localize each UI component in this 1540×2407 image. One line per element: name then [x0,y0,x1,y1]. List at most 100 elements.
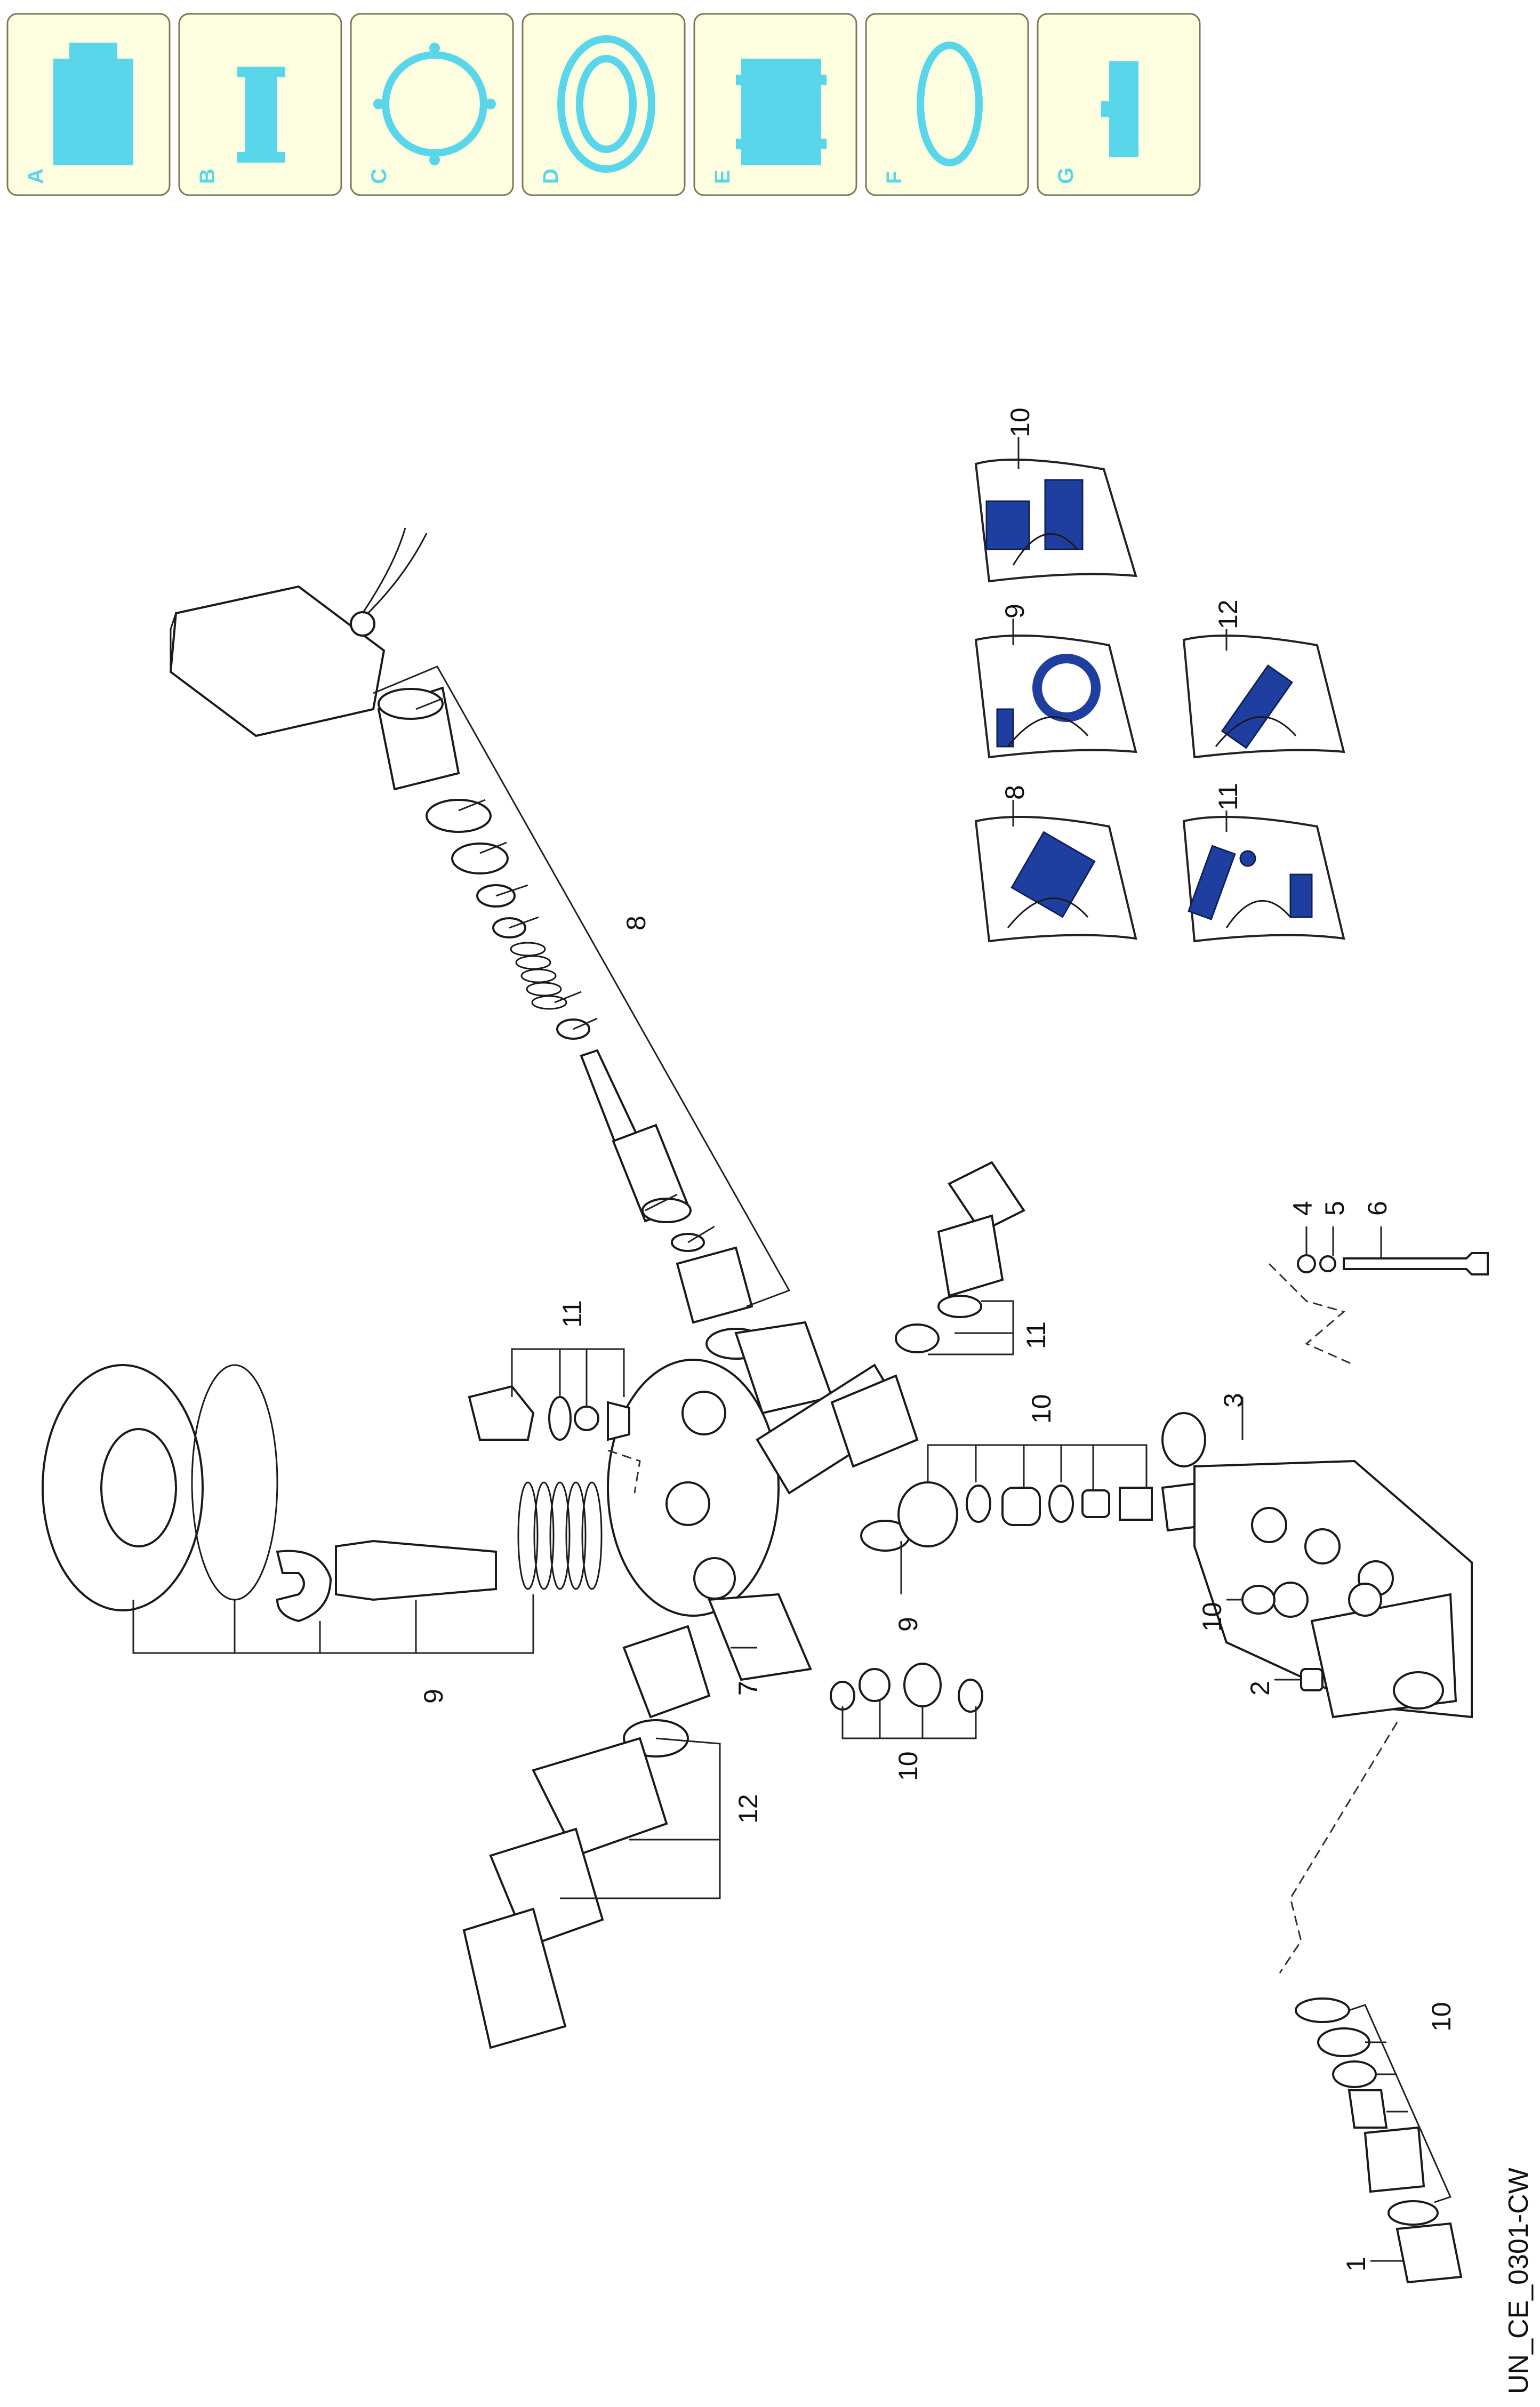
label-9-middle: 9 [893,1617,923,1632]
valve-o-ring-b [1048,1485,1074,1523]
pressure-switch-box[interactable] [169,527,428,737]
check-valve-body[interactable] [468,1385,535,1441]
label-10-middle: 10 [1026,1394,1056,1424]
leader-12 [560,1737,721,1899]
regulator-clip[interactable] [276,1550,332,1623]
inlet-check-kit [468,1385,630,1441]
leader-10-lower-middle [841,1701,977,1739]
regulator-o-ring [191,1364,278,1601]
inlet-fitting[interactable] [462,1625,711,2049]
check-valve-o-ring [548,1396,572,1441]
label-2: 2 [1245,1681,1275,1696]
o-ring-icon [917,42,983,166]
label-8: 8 [621,916,651,930]
kit-bag-8[interactable] [974,816,1137,943]
kit-bag-11[interactable] [1182,816,1345,943]
unloader-ring [426,799,492,833]
tab-letter: G [1054,167,1078,184]
label-1: 1 [1341,2257,1371,2272]
label-12: 12 [733,1794,763,1824]
regulator-spring [517,1481,603,1590]
drawing-reference: UN_CE_0301-CW [1503,2168,1534,2394]
leader-4-5-6 [1305,1226,1382,1258]
shaft-key-icon [1101,61,1138,157]
leader-10-lower [1349,2004,1452,2203]
kit-number-8: 8 [1000,785,1030,800]
lower-seal [1317,2027,1370,2057]
tab-letter: B [196,169,219,184]
plunger-icon [237,67,285,163]
regulator-assembly [42,1364,603,1623]
bolt-dash [1268,1263,1355,1366]
label-10-crankcase: 10 [1197,1602,1227,1632]
kit-number-11: 11 [1213,783,1243,811]
unloader-piston[interactable] [580,1049,692,1223]
manifold-dash-upper [607,1449,641,1494]
flange-ring-icon [373,43,496,165]
kit-tab-strip: A B C [6,13,1201,196]
label-6: 6 [1362,1201,1392,1216]
tab-letter: C [367,169,391,184]
label-4: 4 [1288,1201,1318,1216]
unloader-sleeve [676,1246,753,1324]
lower-plug-1[interactable] [1395,2222,1463,2284]
valve-spacer [1001,1487,1041,1526]
unloader-spring [510,942,567,1010]
tab-c[interactable]: C [350,13,514,196]
label-11-upper: 11 [557,1300,587,1328]
regulator-plunger[interactable] [335,1539,497,1601]
valve-cartridge-icon [736,59,827,165]
lower-cap [1332,2060,1377,2088]
label-9-left: 9 [419,1689,448,1704]
label-11-right: 11 [1021,1321,1051,1349]
valve-stack [860,1412,1212,1552]
drain-plug-2[interactable] [1300,1668,1324,1691]
tab-letter: F [883,171,906,184]
lower-kit-dash [1279,1722,1398,1973]
label-10-lower-middle: 10 [893,1751,923,1781]
kit-bag-9[interactable] [974,635,1137,759]
label-3: 3 [1218,1393,1248,1408]
piston-assembly-icon [53,43,133,165]
unloader-cap[interactable] [377,686,460,791]
pump-manifold[interactable] [607,1321,908,1681]
leader-10-middle [927,1444,1148,1490]
unloader-o-ring [451,843,509,874]
leader-11-right [928,1300,1014,1355]
label-5: 5 [1320,1201,1350,1216]
kit-number-9: 9 [1000,604,1030,619]
bolt-6[interactable] [1343,1252,1489,1275]
kit-bag-10[interactable] [974,459,1137,583]
kit-number-10: 10 [1005,407,1035,437]
tab-e[interactable]: E [693,13,857,196]
tab-letter: D [539,169,563,184]
tab-a[interactable]: A [6,13,171,196]
crankcase-o-ring [1241,1585,1276,1615]
outlet-fitting[interactable] [830,1161,1025,1468]
unloader-assembly [169,527,766,1360]
valve-seal[interactable] [897,1481,958,1547]
valve-o-ring-a [966,1485,991,1523]
kit-number-12: 12 [1213,599,1243,629]
tab-b[interactable]: B [178,13,342,196]
lower-valve-kit [1295,1997,1463,2284]
regulator-housing[interactable] [42,1364,204,1611]
kit-bags [974,459,1345,943]
tab-letter: A [24,169,47,184]
check-valve-spring [607,1401,630,1441]
tab-f[interactable]: F [865,13,1029,196]
lower-o-ring [1295,1997,1350,2023]
tab-g[interactable]: G [1037,13,1201,196]
kit-bag-12[interactable] [1182,635,1345,759]
tab-d[interactable]: D [522,13,686,196]
leader-8 [373,665,791,1307]
bolt-washer-5 [1319,1255,1336,1272]
label-10-lower: 10 [1426,2002,1456,2032]
oil-seal-icon [557,35,655,173]
lower-spring [1348,2089,1388,2129]
valve-spring [1119,1487,1153,1521]
crankcase-cover[interactable] [1193,1459,1473,1719]
bolt-assembly [1297,1252,1489,1275]
leader-9-left [132,1594,534,1654]
lower-cage [1363,2126,1425,2193]
